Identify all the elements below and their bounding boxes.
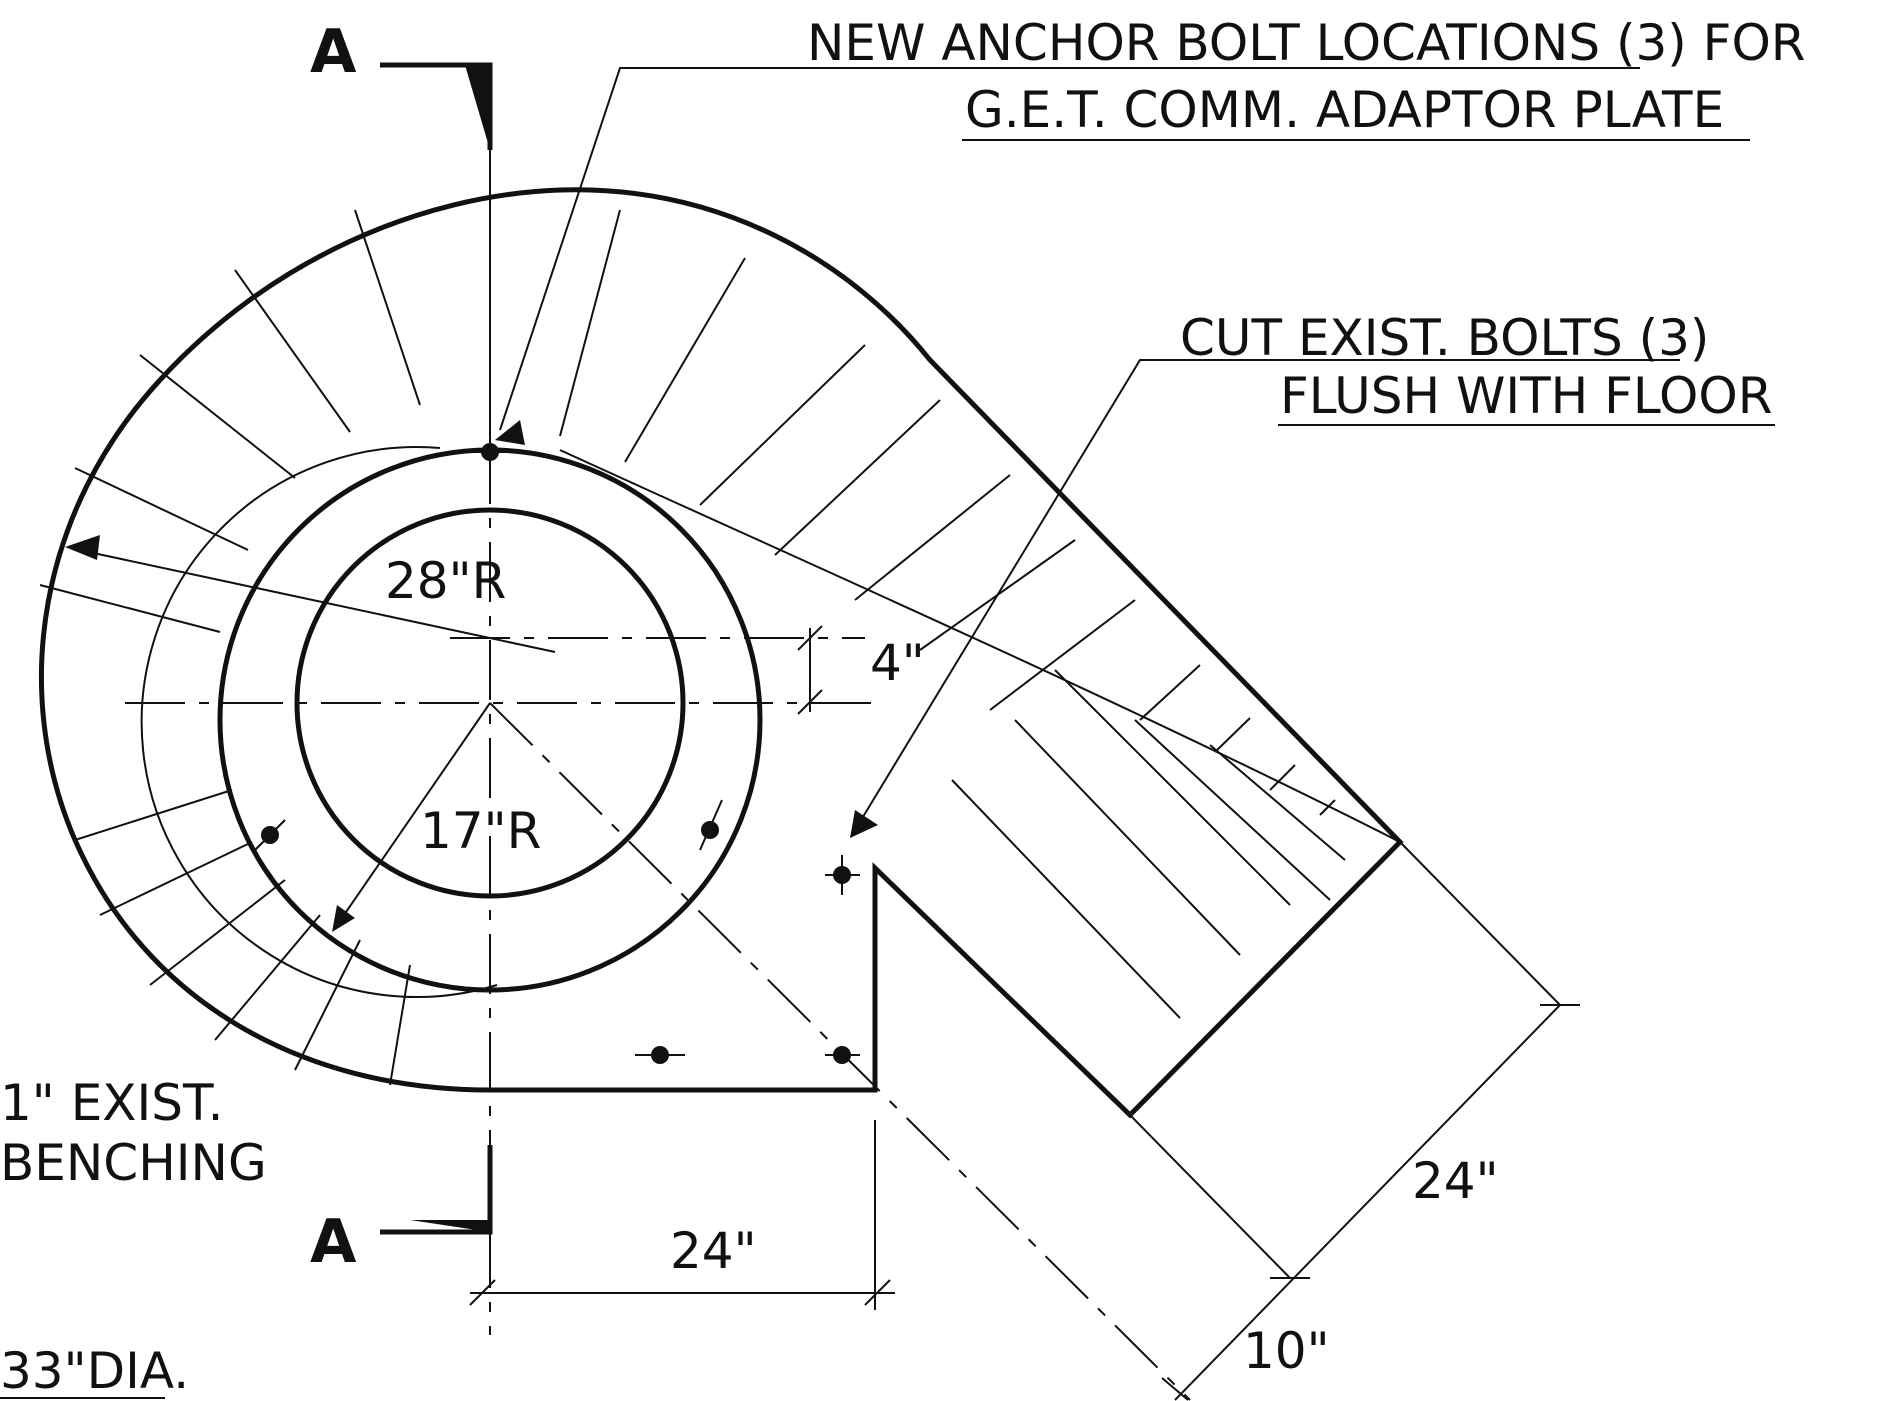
anchor-bolt-note-line1: NEW ANCHOR BOLT LOCATIONS (3) FOR — [807, 14, 1806, 72]
chute-offset-label: 10" — [1243, 1322, 1330, 1380]
bottom-width-label: 24" — [670, 1222, 757, 1280]
diameter-note: 33"DIA. — [0, 1342, 189, 1400]
bottom-width-dimension — [469, 1120, 895, 1310]
benching-note-line1: 1" EXIST. — [0, 1074, 224, 1132]
chute-hatching — [951, 669, 1346, 1019]
chute-dimensions — [1129, 841, 1580, 1401]
section-mark-top: A — [310, 17, 493, 150]
cut-bolt-leader — [850, 359, 1680, 838]
radius-leader-outer — [65, 535, 556, 653]
offset-dimension — [797, 625, 823, 715]
section-label-top: A — [310, 17, 357, 87]
radius-leader-inner — [332, 702, 491, 932]
anchor-bolt-leader — [495, 67, 1640, 445]
bolt-markers — [254, 443, 860, 1064]
cut-bolt-note-line1: CUT EXIST. BOLTS (3) — [1180, 309, 1709, 367]
scroll-curve — [559, 449, 1401, 843]
radial-hatching — [39, 188, 1336, 1086]
inner-radius-label: 17"R — [420, 802, 541, 860]
anchor-bolt-note-line2: G.E.T. COMM. ADAPTOR PLATE — [965, 81, 1724, 139]
bolt-marker — [701, 821, 719, 839]
section-mark-bottom: A — [310, 1145, 493, 1277]
cut-bolt-note-line2: FLUSH WITH FLOOR — [1280, 367, 1772, 425]
benching-note-line2: BENCHING — [0, 1134, 267, 1192]
volute-outline — [38, 187, 1404, 1119]
inner-circle — [294, 507, 686, 899]
outer-radius-label: 28"R — [385, 552, 506, 610]
offset-label: 4" — [870, 634, 925, 692]
chute-width-label: 24" — [1412, 1152, 1499, 1210]
section-label-bottom: A — [310, 1207, 357, 1277]
chute-centerline — [489, 702, 1191, 1401]
